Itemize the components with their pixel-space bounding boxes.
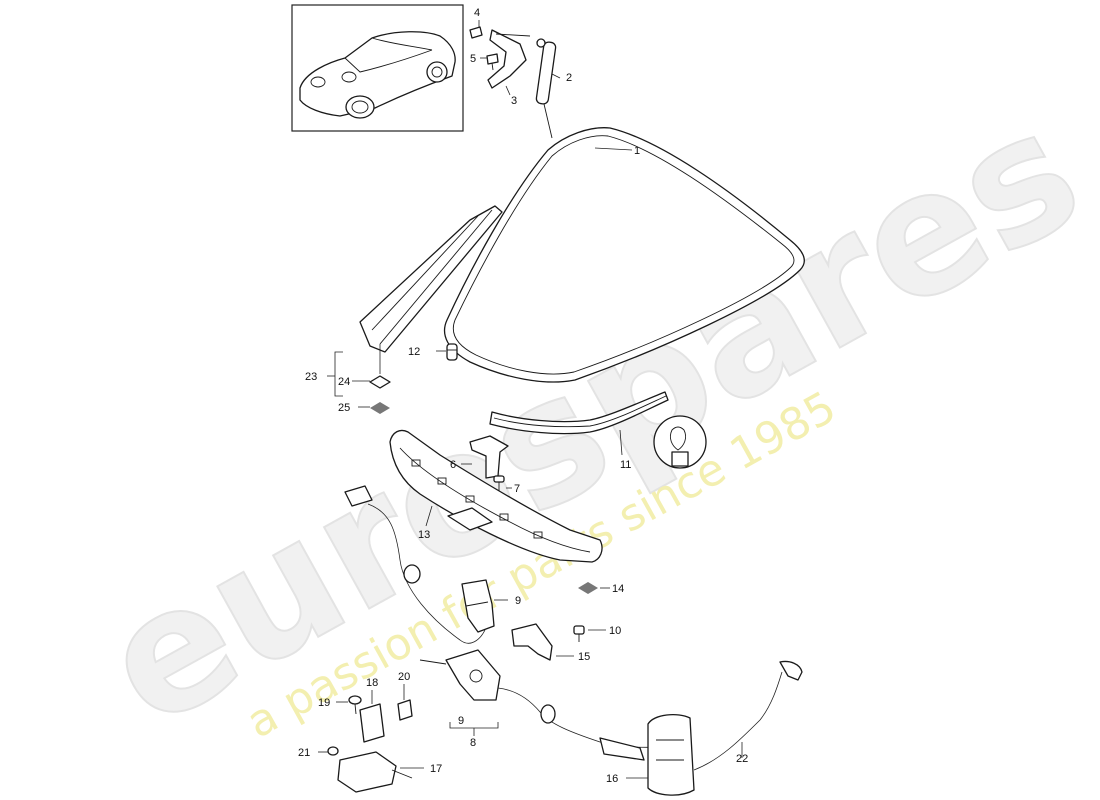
callout-3: 3	[511, 95, 517, 107]
callout-17: 17	[430, 763, 442, 775]
leader-lines	[318, 20, 743, 779]
callout-1: 1	[634, 145, 640, 157]
callout-11: 11	[620, 459, 631, 471]
bolt-10	[573, 625, 585, 642]
callout-6: 6	[450, 459, 456, 471]
release-cable	[693, 660, 803, 771]
pad-25	[370, 402, 390, 414]
callout-12: 12	[408, 346, 420, 358]
callout-9a: 9	[515, 595, 521, 607]
bracket-15	[511, 623, 553, 661]
hood-hinge	[487, 29, 531, 89]
support-18	[359, 703, 385, 743]
bolt-4	[469, 26, 483, 39]
clip-20	[397, 699, 413, 721]
hood-panel	[443, 127, 805, 383]
release-handle	[599, 713, 695, 796]
bolt-21	[327, 746, 339, 756]
callout-9b: 9	[458, 715, 464, 727]
callout-labels: 1 2 3 4 5 6 7 8 9 9 10 11 12 13 14 15 16…	[298, 7, 748, 785]
hood-lock	[419, 649, 661, 749]
lock-actuator	[461, 579, 495, 633]
callout-14: 14	[612, 583, 624, 595]
gas-strut	[535, 38, 557, 139]
callout-24: 24	[338, 376, 350, 388]
side-seal-strip	[359, 205, 503, 353]
callout-13: 13	[418, 529, 430, 541]
callout-22: 22	[736, 753, 748, 765]
bolt-5	[486, 53, 499, 71]
callout-16: 16	[606, 773, 618, 785]
pad-14	[578, 582, 598, 594]
actuator-17	[337, 751, 413, 793]
callout-8: 8	[470, 737, 476, 749]
car-thumbnail	[291, 4, 464, 132]
callout-19: 19	[318, 697, 330, 709]
callout-4: 4	[474, 7, 480, 19]
callout-25: 25	[338, 402, 350, 414]
callout-7: 7	[514, 483, 520, 495]
callout-2: 2	[566, 72, 572, 84]
clip-24	[369, 375, 391, 389]
callout-23: 23	[305, 371, 317, 383]
callout-21: 21	[298, 747, 310, 759]
callout-18: 18	[366, 677, 378, 689]
lock-carrier	[389, 429, 603, 563]
callout-20: 20	[398, 671, 410, 683]
hood-switch	[344, 485, 486, 644]
front-seal	[489, 391, 669, 435]
rubber-buffer	[446, 343, 458, 361]
callout-5: 5	[470, 53, 476, 65]
callout-15: 15	[578, 651, 590, 663]
seal-detail-circle	[653, 415, 707, 469]
bolt-19	[348, 695, 362, 715]
callout-10: 10	[609, 625, 621, 637]
